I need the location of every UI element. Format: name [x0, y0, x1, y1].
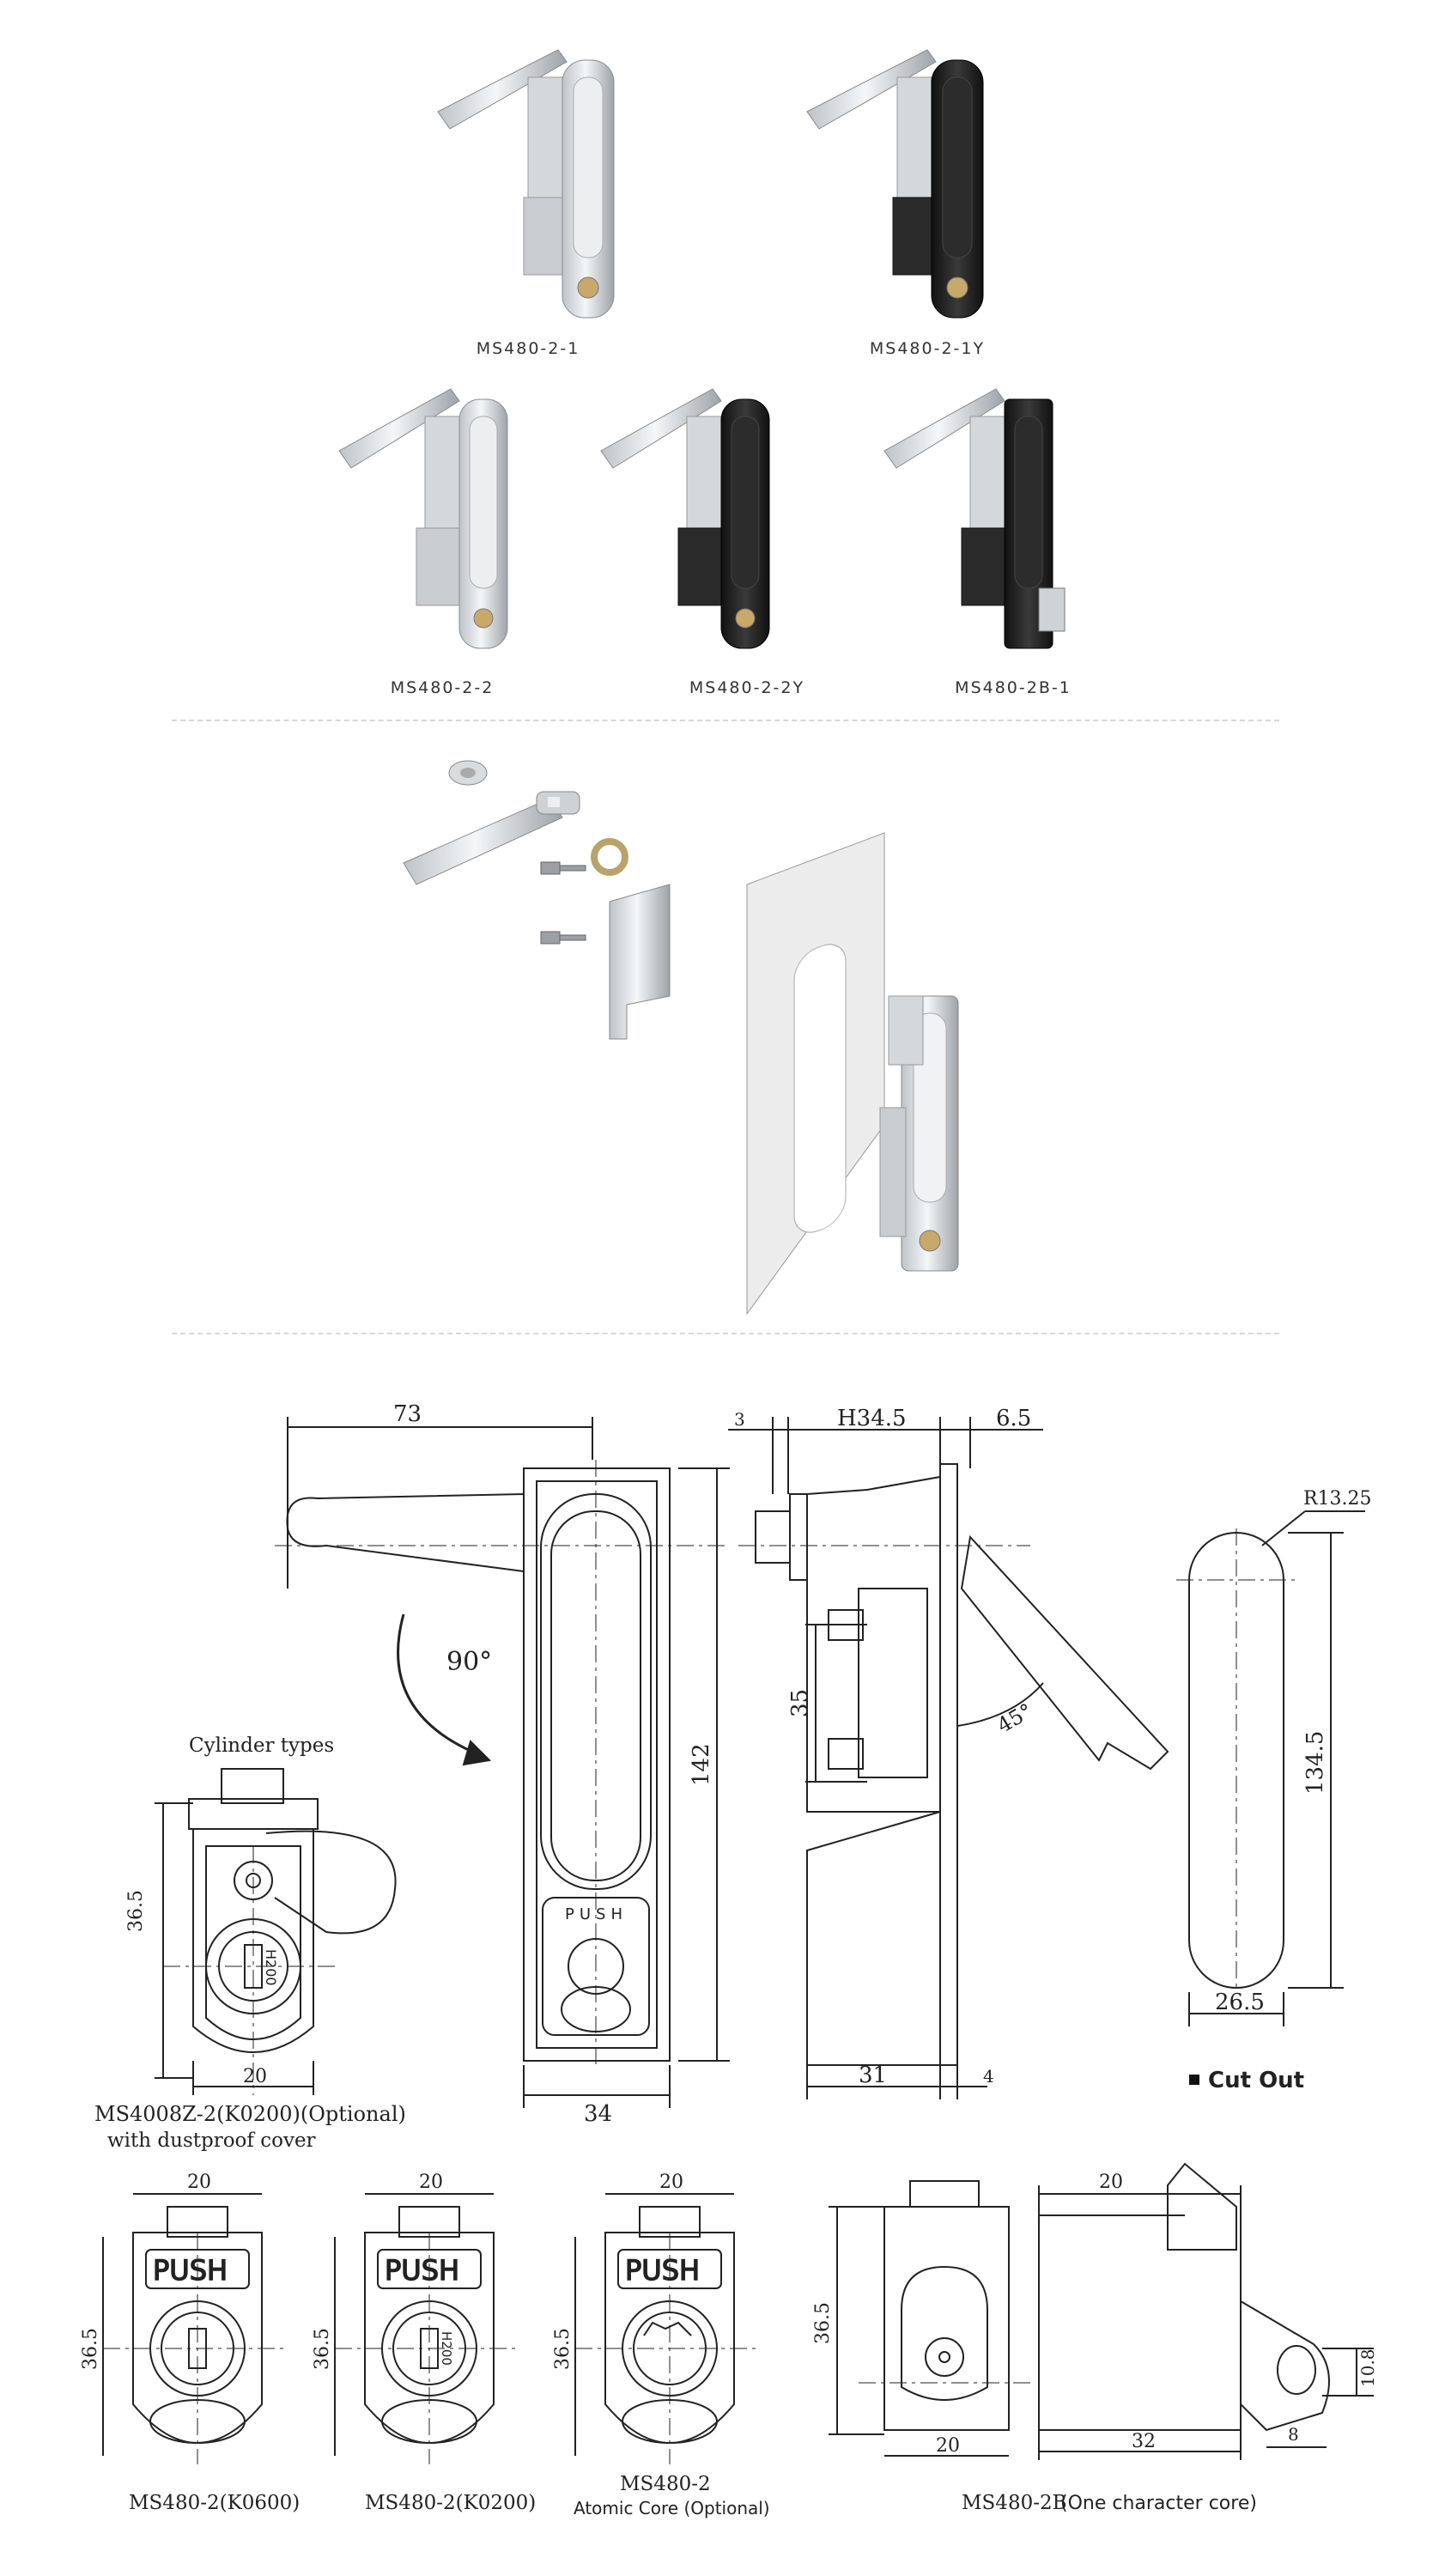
product-image-1 [437, 49, 615, 319]
b-subcaption: (One character core) [1060, 2493, 1257, 2514]
product-label-2: MS480-2-1Y [869, 339, 986, 358]
dim-4: 4 [983, 2066, 994, 2087]
v3-subcaption: Atomic Core (Optional) [574, 2498, 770, 2518]
product-image-5 [883, 388, 1066, 649]
cylinder-types-title: Cylinder types [189, 1735, 334, 1757]
b-dim-108: 10.8 [1357, 2348, 1378, 2387]
dim-73: 73 [393, 1401, 422, 1427]
bullet-square-icon [1189, 2075, 1199, 2085]
cyl-dim-365: 36.5 [125, 1890, 147, 1932]
v2-dim-365: 36.5 [312, 2328, 333, 2370]
b-dim-32: 32 [1132, 2431, 1156, 2452]
b-dim-365: 36.5 [812, 2302, 834, 2344]
cutout-label-text: Cut Out [1208, 2068, 1305, 2093]
v2-key-code: H200 [439, 2331, 454, 2366]
ms480-2b-drawing [829, 2162, 1374, 2460]
v3-dim-365: 36.5 [552, 2328, 574, 2370]
product-image-3 [338, 388, 508, 649]
section-divider-2 [172, 1333, 1279, 1334]
cyl-dim-20: 20 [243, 2066, 267, 2087]
product-label-3: MS480-2-2 [390, 678, 495, 697]
v3-caption: MS480-2 [620, 2473, 711, 2495]
cyl-caption-1: MS4008Z-2(K0200)(Optional) [94, 2102, 406, 2126]
variant-2-drawing [334, 2193, 515, 2464]
product-image-4 [600, 388, 770, 649]
v2-dim-20: 20 [419, 2172, 443, 2193]
variant-3-drawing [574, 2193, 756, 2464]
v1-dim-365: 36.5 [80, 2328, 101, 2370]
dim-31: 31 [859, 2063, 887, 2088]
v1-push: PUSH [153, 2254, 228, 2287]
v1-caption: MS480-2(K0600) [129, 2492, 300, 2514]
b-dim-20-top: 20 [1099, 2172, 1123, 2193]
dim-34: 34 [584, 2101, 612, 2127]
dim-r1325: R13.25 [1303, 1488, 1372, 1510]
dim-142: 142 [689, 1743, 714, 1786]
cutout-label: Cut Out [1189, 2068, 1304, 2093]
dim-65: 6.5 [996, 1406, 1031, 1431]
b-caption: MS480-2B [962, 2492, 1067, 2514]
rotation-angle: 90° [446, 1647, 492, 1677]
exploded-view [403, 760, 959, 1315]
v3-push: PUSH [625, 2254, 700, 2287]
section-divider-1 [172, 720, 1279, 721]
cyl-caption-2: with dustproof cover [107, 2129, 316, 2152]
variant-1-drawing [102, 2193, 283, 2464]
v2-push: PUSH [385, 2254, 459, 2287]
dim-3: 3 [734, 1409, 745, 1430]
product-label-4: MS480-2-2Y [689, 678, 805, 697]
cyl-key-code: H200 [263, 1949, 279, 1986]
product-image-2 [806, 49, 984, 319]
dim-1345: 134.5 [1302, 1731, 1328, 1795]
dim-265: 26.5 [1215, 1990, 1265, 2015]
b-dim-8: 8 [1288, 2424, 1299, 2445]
product-label-5: MS480-2B-1 [955, 678, 1072, 697]
product-label-1: MS480-2-1 [476, 339, 580, 358]
front-push-label: PUSH [565, 1905, 628, 1923]
b-dim-20-bottom: 20 [936, 2435, 960, 2457]
dim-35: 35 [787, 1689, 813, 1717]
v1-dim-20: 20 [187, 2172, 211, 2193]
v3-dim-20: 20 [659, 2172, 683, 2193]
dim-h345: H34.5 [837, 1406, 907, 1431]
v2-caption: MS480-2(K0200) [365, 2492, 536, 2514]
